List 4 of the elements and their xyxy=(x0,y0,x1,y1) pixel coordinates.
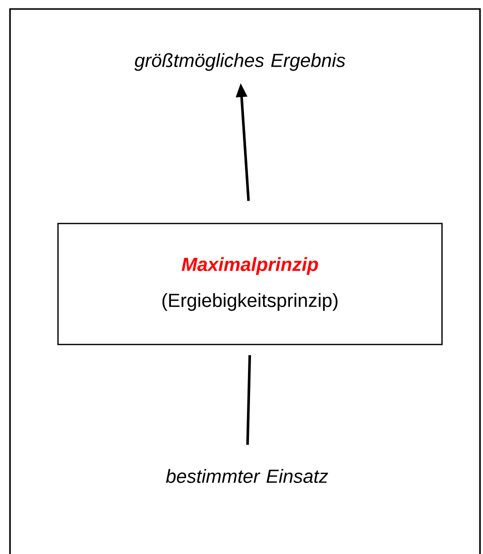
input-text: bestimmter Einsatz xyxy=(166,469,328,483)
connector-line xyxy=(246,355,252,445)
principle-box: Maximalprinzip (Ergiebigkeitsprinzip) xyxy=(57,222,443,346)
result-text: größtmögliches Ergebnis xyxy=(134,53,346,71)
